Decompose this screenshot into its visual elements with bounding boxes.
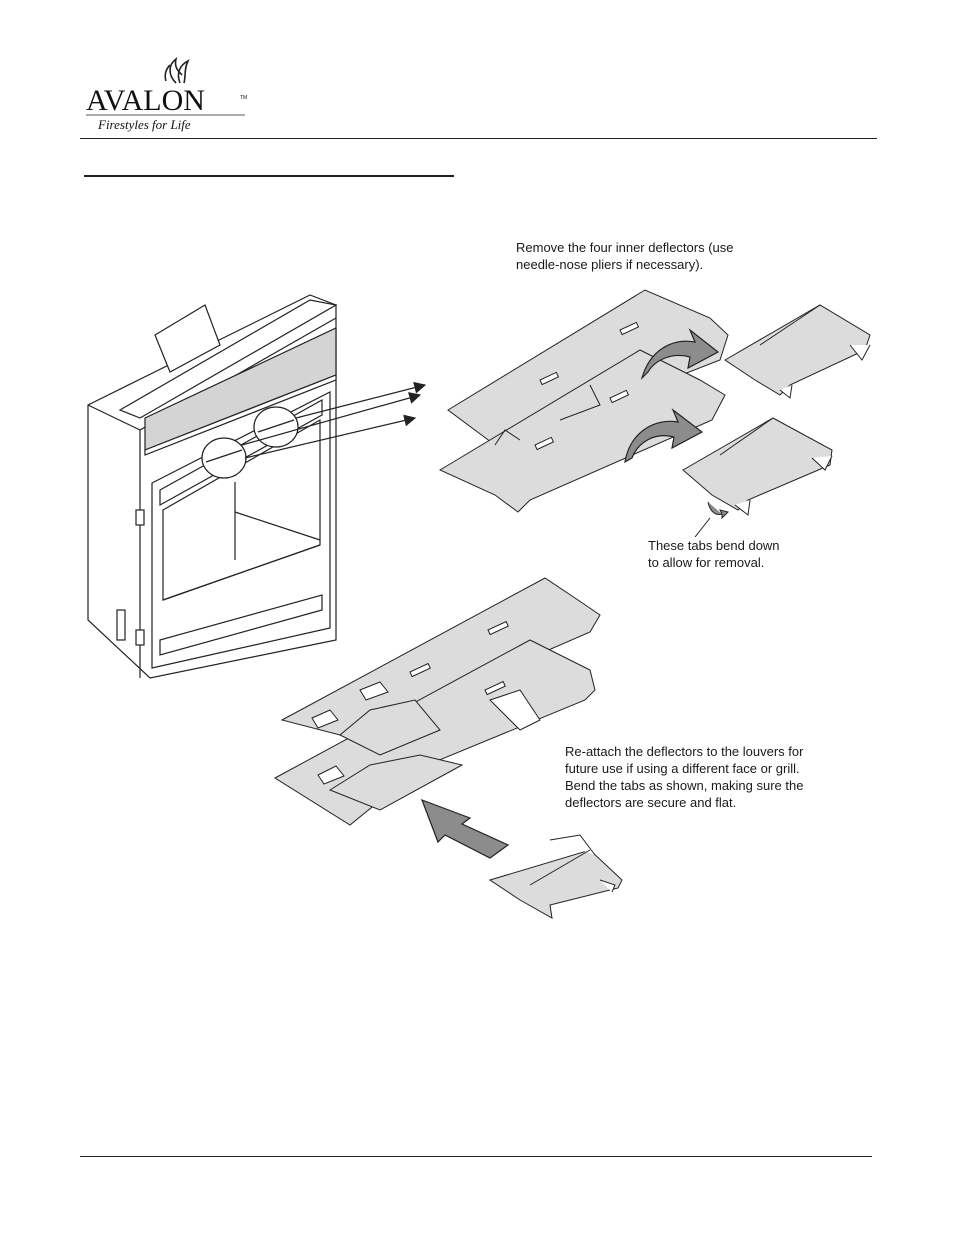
zoom-callouts	[201, 381, 427, 479]
caption-line: deflectors are secure and flat.	[565, 795, 737, 810]
caption-line: to allow for removal.	[648, 555, 765, 570]
caption-line: future use if using a different face or …	[565, 761, 800, 776]
curved-arrow-upper	[640, 328, 720, 381]
brand-name: AVALON	[86, 84, 205, 117]
brand-tagline: Firestyles for Life	[97, 117, 191, 132]
tab-callout-leader	[694, 517, 711, 538]
trademark-mark: TM	[240, 95, 247, 101]
caption-reattach-deflectors: Re-attach the deflectors to the louvers …	[565, 743, 803, 811]
avalon-logo: AVALON TM Firestyles for Life	[86, 57, 247, 132]
louver-assembly-bottom	[274, 577, 601, 826]
caption-line: These tabs bend down	[648, 538, 780, 553]
header-rule	[80, 138, 877, 139]
louver-assembly-top	[438, 289, 729, 513]
removal-arrows	[624, 328, 720, 464]
caption-line: Re-attach the deflectors to the louvers …	[565, 744, 804, 759]
insertion-arrow	[420, 798, 510, 859]
deflector-piece-upper	[724, 304, 871, 399]
caption-line: Bend the tabs as shown, making sure the	[565, 778, 804, 793]
curved-arrow-lower	[624, 408, 704, 464]
caption-line: Remove the four inner deflectors (use	[516, 240, 734, 255]
caption-tabs-bend: These tabs bend down to allow for remova…	[648, 537, 780, 571]
flame-icon	[164, 57, 190, 84]
caption-remove-deflectors: Remove the four inner deflectors (use ne…	[516, 239, 734, 273]
tab-bend-arrow	[707, 501, 729, 520]
deflector-piece-reattach	[488, 834, 623, 919]
deflector-piece-lower	[682, 417, 833, 516]
footer-rule	[80, 1156, 872, 1157]
caption-line: needle-nose pliers if necessary).	[516, 257, 704, 272]
fireplace-unit	[87, 294, 338, 679]
section-heading-rule	[84, 175, 454, 177]
